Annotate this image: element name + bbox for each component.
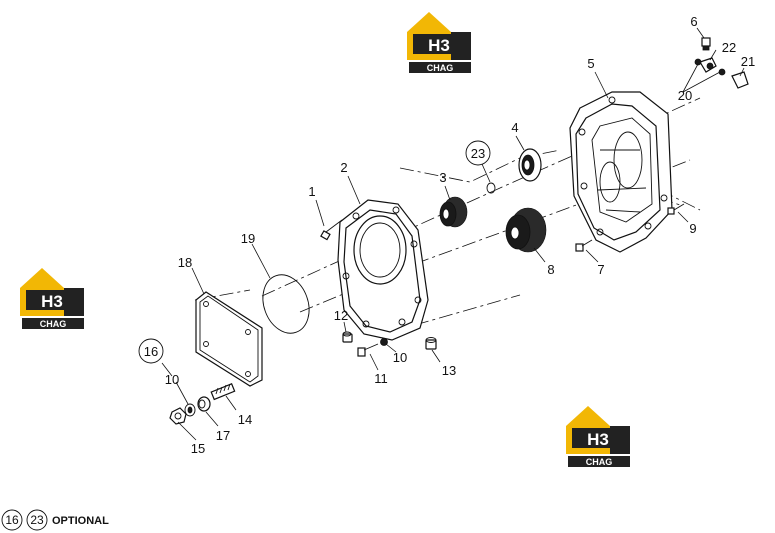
small-gear: [439, 196, 468, 228]
callout-15: 15: [191, 441, 205, 456]
elbow-22: [699, 57, 717, 73]
logo-letters: H3: [41, 292, 63, 311]
callout-17: 17: [216, 428, 230, 443]
washer-10-left: [184, 403, 196, 417]
cap-21: [731, 71, 749, 89]
bolt-1: [320, 219, 343, 241]
snap-ring: [486, 182, 496, 194]
bolt-11: [357, 343, 379, 357]
callout-11: 11: [374, 371, 388, 386]
main-housing: [569, 91, 673, 253]
logo-caption: CHAG: [40, 319, 67, 329]
callout-3: 3: [439, 170, 446, 185]
callout-1: 1: [308, 184, 315, 199]
adapter-plate: [337, 199, 429, 341]
o-ring: [262, 274, 310, 334]
logo-letters: H3: [428, 36, 450, 55]
callout-9: 9: [689, 221, 696, 236]
legend-circle-23: [26, 509, 48, 531]
callout-12: 12: [334, 308, 348, 323]
washer-10-center: [380, 338, 388, 346]
large-gear: [505, 207, 547, 253]
callout-8: 8: [547, 262, 554, 277]
legend-number-23: 23: [30, 513, 44, 527]
nut-12: [342, 331, 353, 343]
bolt-9: [667, 203, 685, 215]
callout-19: 19: [241, 231, 255, 246]
bearing: [518, 148, 542, 182]
leader-lines: [161, 27, 745, 441]
threaded-plug-14: [210, 383, 236, 401]
part-callouts: 1 2 3 4 5 6 7 8 9 10 10 11 12 13 14 15 1…: [138, 14, 755, 456]
callout-14: 14: [238, 412, 252, 427]
callout-16: 16: [144, 344, 158, 359]
callout-16-circle: [138, 338, 164, 364]
brand-logo-left: H3 CHAG: [20, 268, 84, 329]
brand-logo-bottom: H3 CHAG: [566, 406, 630, 467]
optional-legend: 16 23 OPTIONAL: [1, 509, 109, 531]
callout-7: 7: [597, 262, 604, 277]
legend-number-16: 16: [5, 513, 19, 527]
fitting-6: [701, 37, 711, 51]
logo-caption: CHAG: [586, 457, 613, 467]
spacer-17: [197, 396, 211, 412]
legend-circle-16: [1, 509, 23, 531]
callout-23-circle: [465, 140, 491, 166]
callout-20: 20: [678, 88, 692, 103]
logo-letters: H3: [587, 430, 609, 449]
callout-2: 2: [340, 160, 347, 175]
callout-5: 5: [587, 56, 594, 71]
callout-22: 22: [722, 40, 736, 55]
legend-label: OPTIONAL: [52, 515, 109, 527]
callout-18: 18: [178, 255, 192, 270]
callout-4: 4: [511, 120, 518, 135]
logo-caption: CHAG: [427, 63, 454, 73]
callout-10-left: 10: [165, 372, 179, 387]
cover-plate: [195, 291, 263, 387]
nut-15: [169, 407, 187, 425]
bolt-7: [575, 239, 593, 252]
washer-20: [694, 58, 726, 76]
callout-21: 21: [741, 54, 755, 69]
callout-13: 13: [442, 363, 456, 378]
callout-6: 6: [690, 14, 697, 29]
nut-13: [425, 337, 437, 350]
brand-logo-top: H3 CHAG: [407, 12, 471, 73]
callout-23: 23: [471, 146, 485, 161]
callout-10-center: 10: [393, 350, 407, 365]
